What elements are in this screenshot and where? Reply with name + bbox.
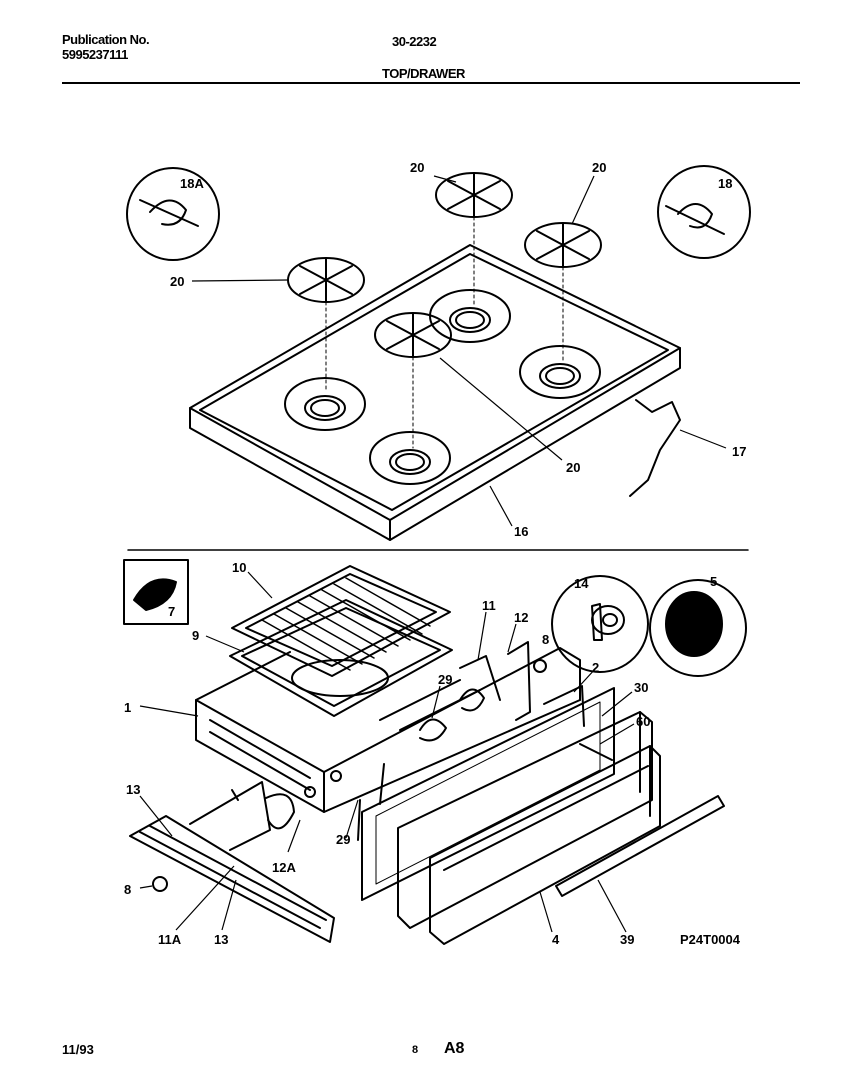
callout-14: 14 xyxy=(574,576,589,591)
callout-29-bottom: 29 xyxy=(336,832,350,847)
footer-page: 8 xyxy=(412,1044,419,1056)
detail-circle-18a xyxy=(126,167,220,261)
callout-11a: 11A xyxy=(158,932,182,947)
drawer-rail xyxy=(129,815,335,943)
callout-12: 12 xyxy=(514,610,528,625)
callout-1: 1 xyxy=(124,700,131,715)
burner-front xyxy=(369,431,451,485)
trim-39 xyxy=(555,795,725,897)
footer-code: A8 xyxy=(444,1040,465,1057)
callout-20-right: 20 xyxy=(592,160,606,175)
callout-8-top: 8 xyxy=(542,632,549,647)
burner-rear xyxy=(429,289,511,343)
callout-18a: 18A xyxy=(180,176,204,191)
burner-left xyxy=(284,377,366,431)
burner-right xyxy=(519,345,601,399)
screw xyxy=(357,799,361,841)
callout-11: 11 xyxy=(482,598,496,613)
callout-29-top: 29 xyxy=(438,672,452,687)
drawer-frame xyxy=(195,647,581,813)
model-code: 30-2232 xyxy=(392,34,437,49)
callout-20-rear: 20 xyxy=(410,160,424,175)
callout-12a: 12A xyxy=(272,860,296,875)
callout-9: 9 xyxy=(192,628,199,643)
callout-13-bottom: 13 xyxy=(214,932,228,947)
callout-30: 30 xyxy=(634,680,648,695)
nut-8b xyxy=(152,876,168,892)
callout-20-left: 20 xyxy=(170,274,184,289)
wire-17 xyxy=(629,399,681,497)
bracket-2 xyxy=(543,685,585,727)
callout-20-center: 20 xyxy=(566,460,580,475)
callout-17: 17 xyxy=(732,444,746,459)
callout-39: 39 xyxy=(620,932,634,947)
detail-circle-5 xyxy=(649,579,747,677)
detail-box-7 xyxy=(123,559,189,625)
cooktop xyxy=(189,244,681,541)
publication-number: 5995237111 xyxy=(62,47,128,62)
callout-4: 4 xyxy=(552,932,560,947)
header-rule xyxy=(62,82,800,84)
clip-60 xyxy=(579,743,613,761)
grate-center xyxy=(374,312,452,358)
broiler-grid xyxy=(231,565,451,677)
drawer-front-panel xyxy=(429,745,661,945)
broiler-pan xyxy=(229,599,453,717)
callout-2: 2 xyxy=(592,660,599,675)
grate-left xyxy=(287,257,365,303)
bracket-12 xyxy=(507,641,531,721)
rail-bracket xyxy=(189,781,271,851)
grate-right xyxy=(524,222,602,268)
detail-circle-18 xyxy=(657,165,751,259)
callout-18: 18 xyxy=(718,176,732,191)
spring-12a xyxy=(265,793,295,830)
nut-8a xyxy=(533,659,547,673)
callout-10: 10 xyxy=(232,560,246,575)
section-title: TOP/DRAWER xyxy=(382,66,465,81)
footer-date: 11/93 xyxy=(62,1042,94,1057)
callout-60: 60 xyxy=(636,714,650,729)
callout-7: 7 xyxy=(168,604,175,619)
detail-circle-14 xyxy=(551,575,649,673)
callout-5: 5 xyxy=(710,574,717,589)
drawer-inner-panel xyxy=(361,687,615,901)
callout-13-top: 13 xyxy=(126,782,140,797)
callout-16: 16 xyxy=(514,524,528,539)
callout-8-bottom: 8 xyxy=(124,882,131,897)
figure-id: P24T0004 xyxy=(680,932,741,947)
publication-label: Publication No. xyxy=(62,32,150,47)
bracket-11 xyxy=(459,655,501,701)
spring-29a xyxy=(459,688,485,712)
